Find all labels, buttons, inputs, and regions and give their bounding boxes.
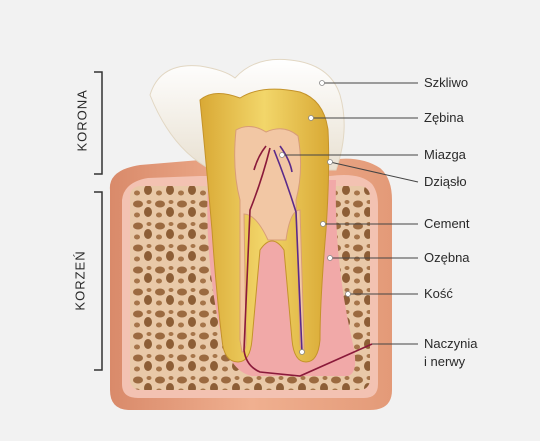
leader-lines bbox=[282, 82, 419, 345]
root-section-label: KORZEŃ bbox=[72, 250, 88, 311]
label-periodontium: Ozębna bbox=[424, 250, 470, 265]
leader-dots bbox=[279, 80, 351, 355]
label-vessels-line1: Naczynia bbox=[424, 336, 478, 351]
label-vessels-line2: i nerwy bbox=[424, 354, 466, 369]
root-bracket bbox=[94, 191, 103, 371]
vessels-and-nerves bbox=[243, 145, 373, 377]
label-dentin: Zębina bbox=[424, 110, 464, 125]
label-cement: Cement bbox=[424, 216, 470, 231]
label-enamel: Szkliwo bbox=[424, 75, 469, 90]
label-pulp: Miazga bbox=[424, 147, 466, 162]
crown-section-label: KORONA bbox=[74, 89, 90, 152]
label-gum: Dziąsło bbox=[424, 174, 467, 189]
crown-bracket bbox=[94, 71, 103, 175]
label-bone: Kość bbox=[424, 286, 453, 301]
